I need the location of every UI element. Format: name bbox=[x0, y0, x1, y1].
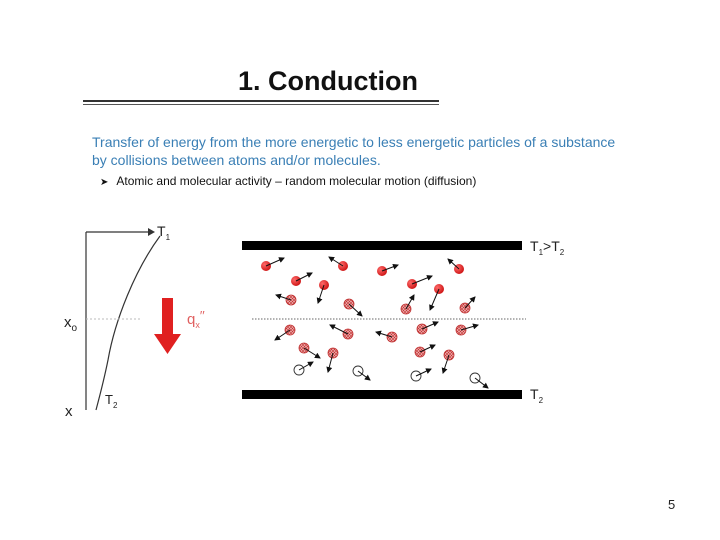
bullet-item: ➤ Atomic and molecular activity – random … bbox=[100, 174, 476, 188]
velocity-arrow bbox=[474, 377, 489, 389]
velocity-arrow bbox=[326, 352, 334, 373]
top-plate bbox=[242, 241, 522, 250]
bullet-text: Atomic and molecular activity – random m… bbox=[116, 174, 477, 188]
velocity-arrow bbox=[429, 288, 440, 311]
velocity-arrow bbox=[460, 323, 479, 331]
velocity-arrow bbox=[411, 275, 433, 285]
intro-text: Transfer of energy from the more energet… bbox=[92, 134, 616, 168]
velocity-arrow bbox=[447, 258, 460, 270]
heat-flux-arrow bbox=[154, 298, 181, 354]
profile-arrowhead bbox=[148, 228, 155, 236]
profile-top-t-label: T1 bbox=[157, 223, 171, 242]
velocity-arrow bbox=[419, 344, 436, 353]
heat-flux-label: qx′′ bbox=[187, 308, 205, 330]
temperature-curve bbox=[95, 235, 161, 411]
velocity-arrow bbox=[274, 329, 291, 341]
temperature-profile-plot bbox=[85, 228, 161, 411]
velocity-arrow bbox=[295, 272, 313, 282]
top-plate-label: T1>T2 bbox=[530, 238, 565, 257]
molecules-cool bbox=[293, 361, 489, 389]
title-underline-thin bbox=[83, 104, 439, 105]
velocity-arrow bbox=[265, 257, 285, 267]
page-number: 5 bbox=[668, 497, 676, 512]
velocity-arrow bbox=[421, 321, 439, 330]
title-underline bbox=[83, 100, 439, 102]
velocity-arrow bbox=[303, 347, 321, 359]
slide-title: 1. Conduction bbox=[238, 66, 418, 96]
molecules-warm bbox=[274, 293, 479, 374]
bottom-plate-label: T2 bbox=[530, 386, 544, 405]
velocity-arrow bbox=[415, 368, 432, 377]
velocity-arrow bbox=[381, 263, 399, 272]
profile-xo-label: xo bbox=[64, 314, 78, 334]
velocity-arrow bbox=[405, 294, 415, 310]
velocity-arrow bbox=[357, 370, 371, 381]
velocity-arrow bbox=[441, 354, 450, 374]
velocity-arrow bbox=[375, 330, 393, 338]
velocity-arrow bbox=[298, 361, 314, 371]
profile-x-axis-label: x bbox=[65, 403, 73, 420]
bottom-plate bbox=[242, 390, 522, 399]
velocity-arrow bbox=[348, 303, 363, 317]
velocity-arrow bbox=[316, 284, 325, 304]
velocity-arrow bbox=[464, 296, 476, 309]
velocity-arrow bbox=[329, 324, 349, 335]
velocity-arrow bbox=[275, 293, 292, 301]
bullet-arrow-icon: ➤ bbox=[100, 177, 109, 188]
velocity-arrow bbox=[328, 256, 344, 267]
profile-bottom-t-label: T2 bbox=[105, 392, 118, 410]
molecules-hot bbox=[261, 256, 464, 311]
